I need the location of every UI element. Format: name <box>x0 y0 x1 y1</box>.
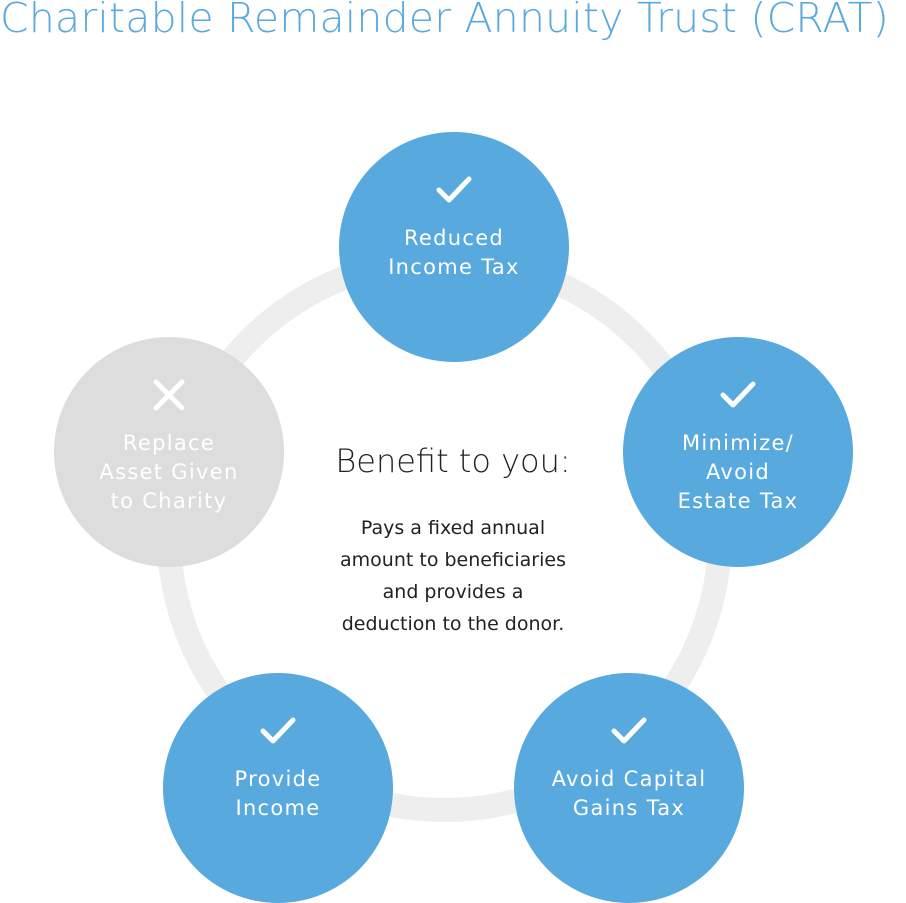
benefit-node-avoid-capital-gains-tax[interactable]: Avoid Capital Gains Tax <box>514 673 744 903</box>
page-title: Charitable Remainder Annuity Trust (CRAT… <box>0 0 889 42</box>
benefit-node-provide-income[interactable]: Provide Income <box>163 673 393 903</box>
center-description: Pays a fixed annual amount to beneficiar… <box>340 517 566 635</box>
benefit-label: Provide Income <box>234 767 322 820</box>
x-icon <box>153 379 185 411</box>
center-heading: Benefit to you: <box>335 442 571 480</box>
benefit-label: Reduced Income Tax <box>388 226 520 279</box>
benefit-label: Avoid Capital Gains Tax <box>551 767 707 820</box>
benefit-node-reduced-income-tax[interactable]: Reduced Income Tax <box>339 132 569 362</box>
benefit-label: Replace Asset Given to Charity <box>99 431 239 513</box>
check-icon <box>260 717 296 744</box>
benefit-node-avoid-estate-tax[interactable]: Minimize/ Avoid Estate Tax <box>623 337 853 567</box>
check-icon <box>720 381 756 408</box>
check-icon <box>611 717 647 744</box>
benefit-node-replace-asset[interactable]: Replace Asset Given to Charity <box>54 337 284 567</box>
benefit-label: Minimize/ Avoid Estate Tax <box>677 431 799 513</box>
check-icon <box>436 176 472 203</box>
